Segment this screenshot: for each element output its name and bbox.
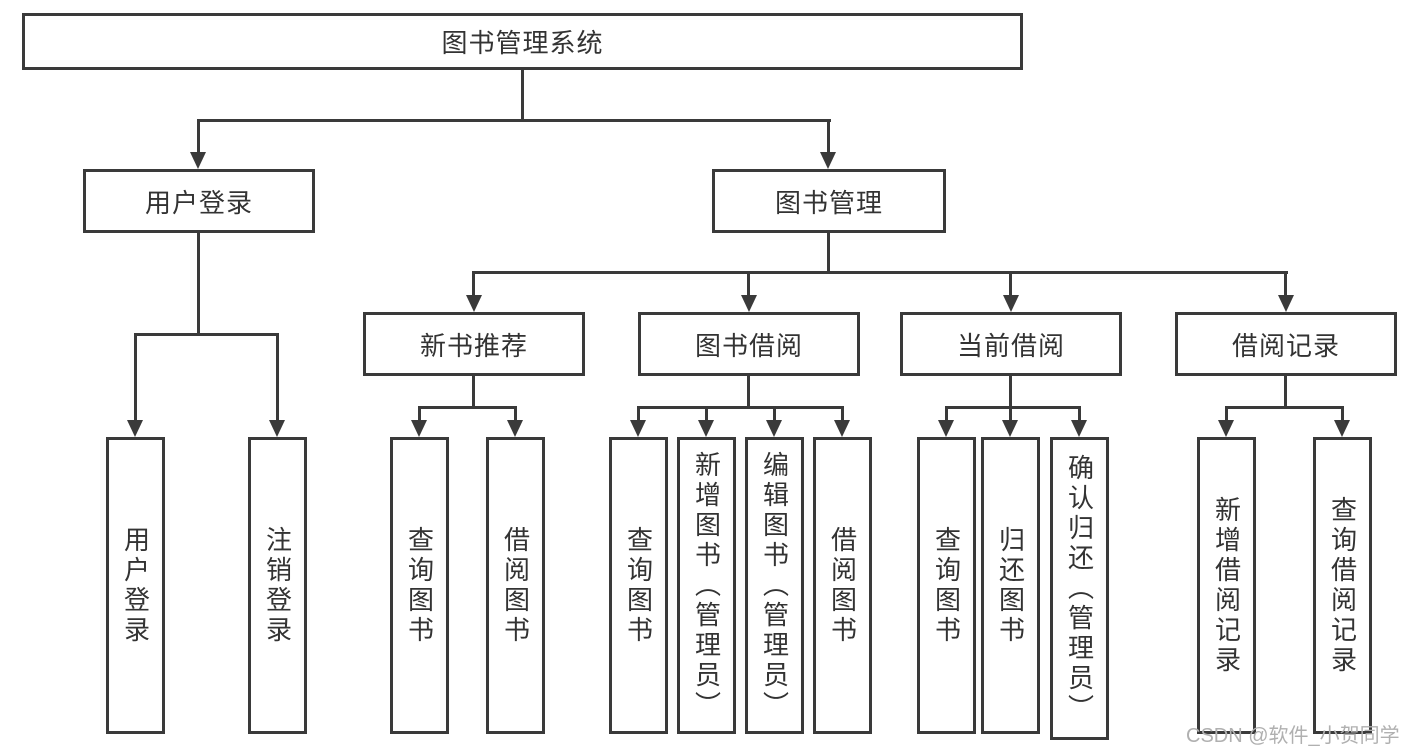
connector-line [637, 406, 640, 422]
leaf-add-borrow-record: 新增借阅记录 [1197, 437, 1256, 734]
arrowhead-icon [466, 295, 482, 312]
leaf-borrow-books: 借阅图书 [486, 437, 545, 734]
leaf-logout: 注销登录 [248, 437, 307, 734]
leaf-query-books: 查询图书 [609, 437, 668, 734]
leaf-query-books: 查询图书 [390, 437, 449, 734]
arrowhead-icon [834, 420, 850, 437]
connector-line [197, 119, 200, 154]
connector-line [197, 119, 831, 122]
leaf-logout-label: 注销登录 [262, 525, 293, 646]
csdn-watermark: CSDN @软件_小贺同学 [1186, 725, 1400, 747]
leaf-add-book-admin: 新增图书（管理员） [677, 437, 736, 734]
arrowhead-icon [269, 420, 285, 437]
arrowhead-icon [1071, 420, 1087, 437]
connector-line [705, 406, 708, 422]
leaf-edit-book-admin: 编辑图书（管理员） [745, 437, 804, 734]
connector-line [134, 333, 279, 336]
leaf-query-books: 查询图书 [917, 437, 976, 734]
node-root: 图书管理系统 [22, 13, 1023, 70]
connector-line [514, 406, 517, 422]
leaf-query-borrow-record-label: 查询借阅记录 [1327, 495, 1358, 676]
node-borrow-records-label: 借阅记录 [1231, 330, 1340, 361]
connector-line [637, 406, 844, 409]
node-user-login-label: 用户登录 [144, 187, 253, 218]
arrowhead-icon [766, 420, 782, 437]
arrowhead-icon [1334, 420, 1350, 437]
arrowhead-icon [1002, 420, 1018, 437]
connector-line [1078, 406, 1081, 422]
leaf-edit-book-admin-label: 编辑图书（管理员） [759, 450, 790, 721]
leaf-query-books-label: 查询图书 [404, 525, 435, 646]
leaf-return-book: 归还图书 [981, 437, 1040, 734]
arrowhead-icon [507, 420, 523, 437]
leaf-query-books-label: 查询图书 [931, 525, 962, 646]
arrowhead-icon [190, 152, 206, 169]
connector-line [827, 232, 830, 274]
connector-line [945, 406, 948, 422]
connector-line [747, 376, 750, 409]
node-root-label: 图书管理系统 [441, 28, 604, 58]
connector-line [1341, 406, 1344, 422]
arrowhead-icon [127, 420, 143, 437]
arrowhead-icon [1003, 295, 1019, 312]
connector-line [773, 406, 776, 422]
leaf-confirm-return-admin: 确认归还（管理员） [1050, 437, 1109, 740]
arrowhead-icon [938, 420, 954, 437]
connector-line [521, 70, 524, 122]
node-book-borrow-label: 图书借阅 [694, 330, 803, 361]
leaf-user-login: 用户登录 [106, 437, 165, 734]
leaf-user-login-label: 用户登录 [120, 525, 151, 646]
connector-line [418, 406, 517, 409]
connector-line [472, 376, 475, 409]
connector-line [945, 406, 1081, 409]
node-borrow-records: 借阅记录 [1175, 312, 1397, 376]
leaf-confirm-return-admin-label: 确认归还（管理员） [1064, 453, 1095, 724]
connector-line [747, 271, 750, 297]
connector-line [472, 271, 475, 297]
connector-line [841, 406, 844, 422]
arrowhead-icon [1218, 420, 1234, 437]
arrowhead-icon [1278, 295, 1294, 312]
connector-line [1284, 376, 1287, 409]
connector-line [134, 333, 137, 422]
connector-line [472, 271, 1288, 274]
leaf-borrow-books: 借阅图书 [813, 437, 872, 734]
connector-line [1009, 376, 1012, 409]
connector-line [1009, 271, 1012, 297]
connector-line [197, 232, 200, 336]
node-current-borrow: 当前借阅 [900, 312, 1122, 376]
node-book-management-label: 图书管理 [774, 187, 883, 218]
leaf-borrow-books-label: 借阅图书 [500, 525, 531, 646]
arrowhead-icon [698, 420, 714, 437]
node-new-book-recommend: 新书推荐 [363, 312, 585, 376]
arrowhead-icon [630, 420, 646, 437]
arrowhead-icon [741, 295, 757, 312]
node-new-book-recommend-label: 新书推荐 [419, 330, 528, 361]
connector-line [276, 333, 279, 422]
leaf-borrow-books-label: 借阅图书 [827, 525, 858, 646]
leaf-add-borrow-record-label: 新增借阅记录 [1211, 495, 1242, 676]
arrowhead-icon [411, 420, 427, 437]
connector-line [1284, 271, 1287, 297]
node-user-login: 用户登录 [83, 169, 315, 233]
connector-line [1009, 406, 1012, 422]
leaf-add-book-admin-label: 新增图书（管理员） [691, 450, 722, 721]
connector-line [418, 406, 421, 422]
leaf-query-borrow-record: 查询借阅记录 [1313, 437, 1372, 734]
connector-line [1225, 406, 1228, 422]
node-book-management: 图书管理 [712, 169, 946, 233]
connector-line [827, 119, 830, 154]
node-book-borrow: 图书借阅 [638, 312, 860, 376]
node-current-borrow-label: 当前借阅 [956, 330, 1065, 361]
leaf-query-books-label: 查询图书 [623, 525, 654, 646]
arrowhead-icon [820, 152, 836, 169]
connector-line [1225, 406, 1344, 409]
leaf-return-book-label: 归还图书 [995, 525, 1026, 646]
